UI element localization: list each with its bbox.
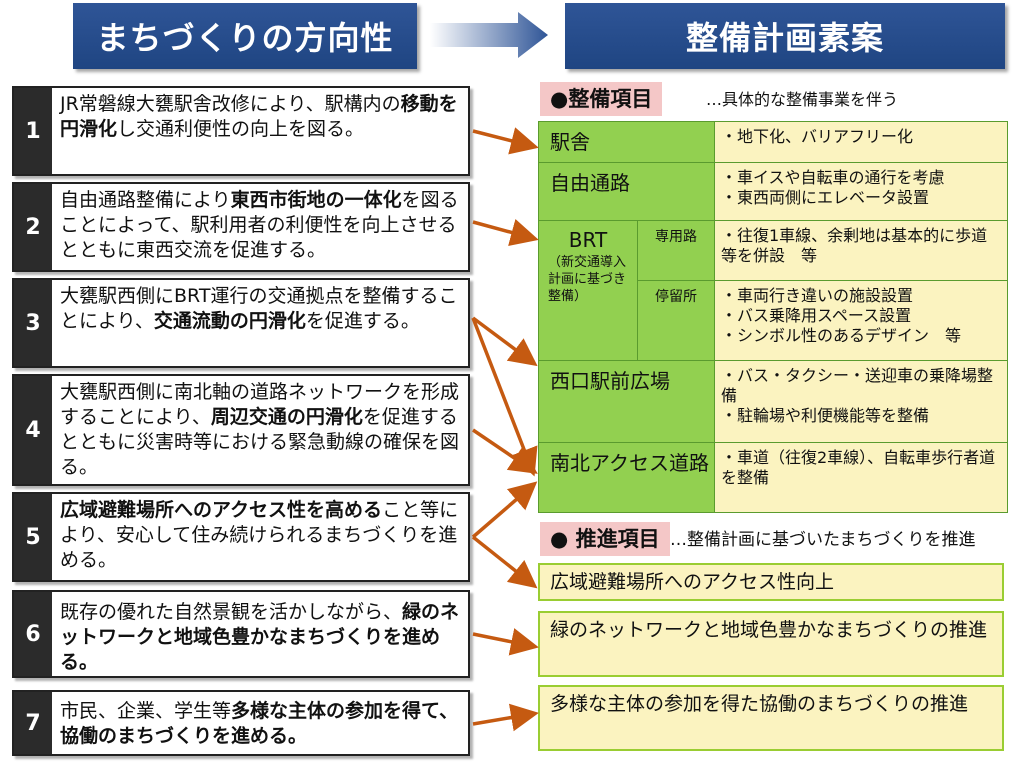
plan-header: 整備計画素案 bbox=[565, 3, 1005, 69]
item-number: 2 bbox=[14, 184, 52, 270]
suishin-note: …整備計画に基づいたまちづくりを推進 bbox=[670, 530, 976, 550]
direction-header: まちづくりの方向性 bbox=[73, 3, 417, 69]
desc-line: ・バス乗降用スペース設置 bbox=[721, 306, 912, 325]
category-name: 駅舎 bbox=[550, 130, 590, 154]
direction-item-3: 3 大甕駅西側にBRT運行の交通拠点を整備することにより、交通流動の円滑化を促進… bbox=[12, 278, 470, 368]
arrow-7-suishin bbox=[472, 703, 539, 732]
item-text: 既存の優れた自然景観を活かしながら、緑のネットワークと地域色豊かなまちづくりを進… bbox=[60, 601, 460, 673]
header-arrow-icon bbox=[430, 12, 548, 58]
direction-item-6: 6 既存の優れた自然景観を活かしながら、緑のネットワークと地域色豊かなまちづくり… bbox=[12, 590, 470, 678]
item-number: 6 bbox=[14, 592, 52, 676]
desc-line: ・往復1車線、余剰地は基本的に歩道等を併設 等 bbox=[721, 226, 988, 265]
arrow-5-nanboku bbox=[471, 481, 538, 539]
item-text: JR常磐線大甕駅舎改修により、駅構内の移動を円滑化し交通利便性の向上を図る。 bbox=[60, 93, 458, 140]
subcategory-name: 停留所 bbox=[655, 289, 697, 305]
item-text: 自由通路整備により東西市街地の一体化を図ることによって、駅利用者の利便性を向上さ… bbox=[60, 189, 459, 261]
desc-line: ・車道（往復2車線）、自転車歩行者道を整備 bbox=[721, 448, 996, 487]
category-name: 自由通路 bbox=[550, 171, 630, 195]
item-number: 4 bbox=[14, 376, 52, 484]
arrow-2-jiyu bbox=[472, 218, 539, 247]
row-nishiguchi: 西口駅前広場 ・バス・タクシー・送迎車の乗降場整備・駐輪場や利便機能等を整備 bbox=[538, 360, 1008, 443]
arrow-5-suishin bbox=[471, 535, 538, 589]
suishin-label: ● 推進項目 bbox=[540, 522, 670, 556]
row-jiyu: 自由通路 ・車イスや自転車の通行を考慮・東西両側にエレベータ設置 bbox=[538, 162, 1008, 221]
item-number: 3 bbox=[14, 280, 52, 366]
category-name: BRT bbox=[568, 228, 608, 252]
suishin-item-1: 広域避難場所へのアクセス性向上 bbox=[538, 563, 1004, 601]
item-number: 7 bbox=[14, 692, 52, 754]
desc-line: ・バス・タクシー・送迎車の乗降場整備 bbox=[721, 366, 994, 405]
item-text: 広域避難場所へのアクセス性を高めること等により、安心して住み続けられるまちづくり… bbox=[60, 499, 459, 571]
direction-item-5: 5 広域避難場所へのアクセス性を高めること等により、安心して住み続けられるまちづ… bbox=[12, 492, 470, 582]
arrow-3-brt bbox=[471, 316, 538, 367]
row-brt-teiryu: 停留所 ・車両行き違いの施設設置・バス乗降用スペース設置・シンボル性のあるデザイ… bbox=[539, 280, 1008, 361]
category-name: 南北アクセス道路 bbox=[550, 451, 709, 475]
brt-note: （新交通導入計画に基づき整備） bbox=[548, 255, 627, 304]
desc-line: ・駐輪場や利便機能等を整備 bbox=[721, 406, 930, 425]
direction-item-7: 7 市民、企業、学生等多様な主体の参加を得て、協働のまちづくりを進める。 bbox=[12, 690, 470, 756]
desc-line: ・地下化、バリアフリー化 bbox=[721, 127, 914, 146]
desc-line: ・車両行き違いの施設設置 bbox=[721, 286, 914, 305]
suishin-item-3: 多様な主体の参加を得た協働のまちづくりの推進 bbox=[538, 685, 1004, 751]
item-text: 市民、企業、学生等多様な主体の参加を得て、協働のまちづくりを進める。 bbox=[60, 700, 459, 747]
arrow-3-nanboku bbox=[471, 317, 538, 477]
item-number: 1 bbox=[14, 88, 52, 174]
desc-line: ・シンボル性のあるデザイン 等 bbox=[721, 326, 962, 345]
direction-item-4: 4 大甕駅西側に南北軸の道路ネットワークを形成することにより、周辺交通の円滑化を… bbox=[12, 374, 470, 486]
desc-line: ・車イスや自転車の通行を考慮 bbox=[721, 168, 945, 187]
desc-line: ・東西両側にエレベータ設置 bbox=[721, 188, 930, 207]
row-nanboku: 南北アクセス道路 ・車道（往復2車線）、自転車歩行者道を整備 bbox=[538, 442, 1008, 513]
seibi-note: …具体的な整備事業を伴う bbox=[706, 90, 899, 109]
direction-item-1: 1 JR常磐線大甕駅舎改修により、駅構内の移動を円滑化し交通利便性の向上を図る。 bbox=[12, 86, 470, 176]
arrow-4-nanboku bbox=[472, 428, 538, 474]
category-name: 西口駅前広場 bbox=[550, 369, 670, 393]
arrow-1-ekisha bbox=[472, 127, 539, 155]
suishin-item-2: 緑のネットワークと地域色豊かなまちづくりの推進 bbox=[538, 611, 1004, 677]
direction-item-2: 2 自由通路整備により東西市街地の一体化を図ることによって、駅利用者の利便性を向… bbox=[12, 182, 470, 272]
item-text: 大甕駅西側に南北軸の道路ネットワークを形成することにより、周辺交通の円滑化を促進… bbox=[60, 381, 460, 478]
seibi-label: ●整備項目 bbox=[540, 82, 663, 116]
item-number: 5 bbox=[14, 494, 52, 580]
item-text: 大甕駅西側にBRT運行の交通拠点を整備することにより、交通流動の円滑化を促進する… bbox=[60, 285, 458, 332]
subcategory-name: 専用路 bbox=[655, 229, 697, 245]
arrow-6-suishin bbox=[472, 628, 539, 656]
row-brt-senyo: BRT （新交通導入計画に基づき整備） 専用路 ・往復1車線、余剰地は基本的に歩… bbox=[538, 220, 1008, 361]
plan-table: 駅舎 ・地下化、バリアフリー化 自由通路 ・車イスや自転車の通行を考慮・東西両側… bbox=[538, 121, 1008, 513]
